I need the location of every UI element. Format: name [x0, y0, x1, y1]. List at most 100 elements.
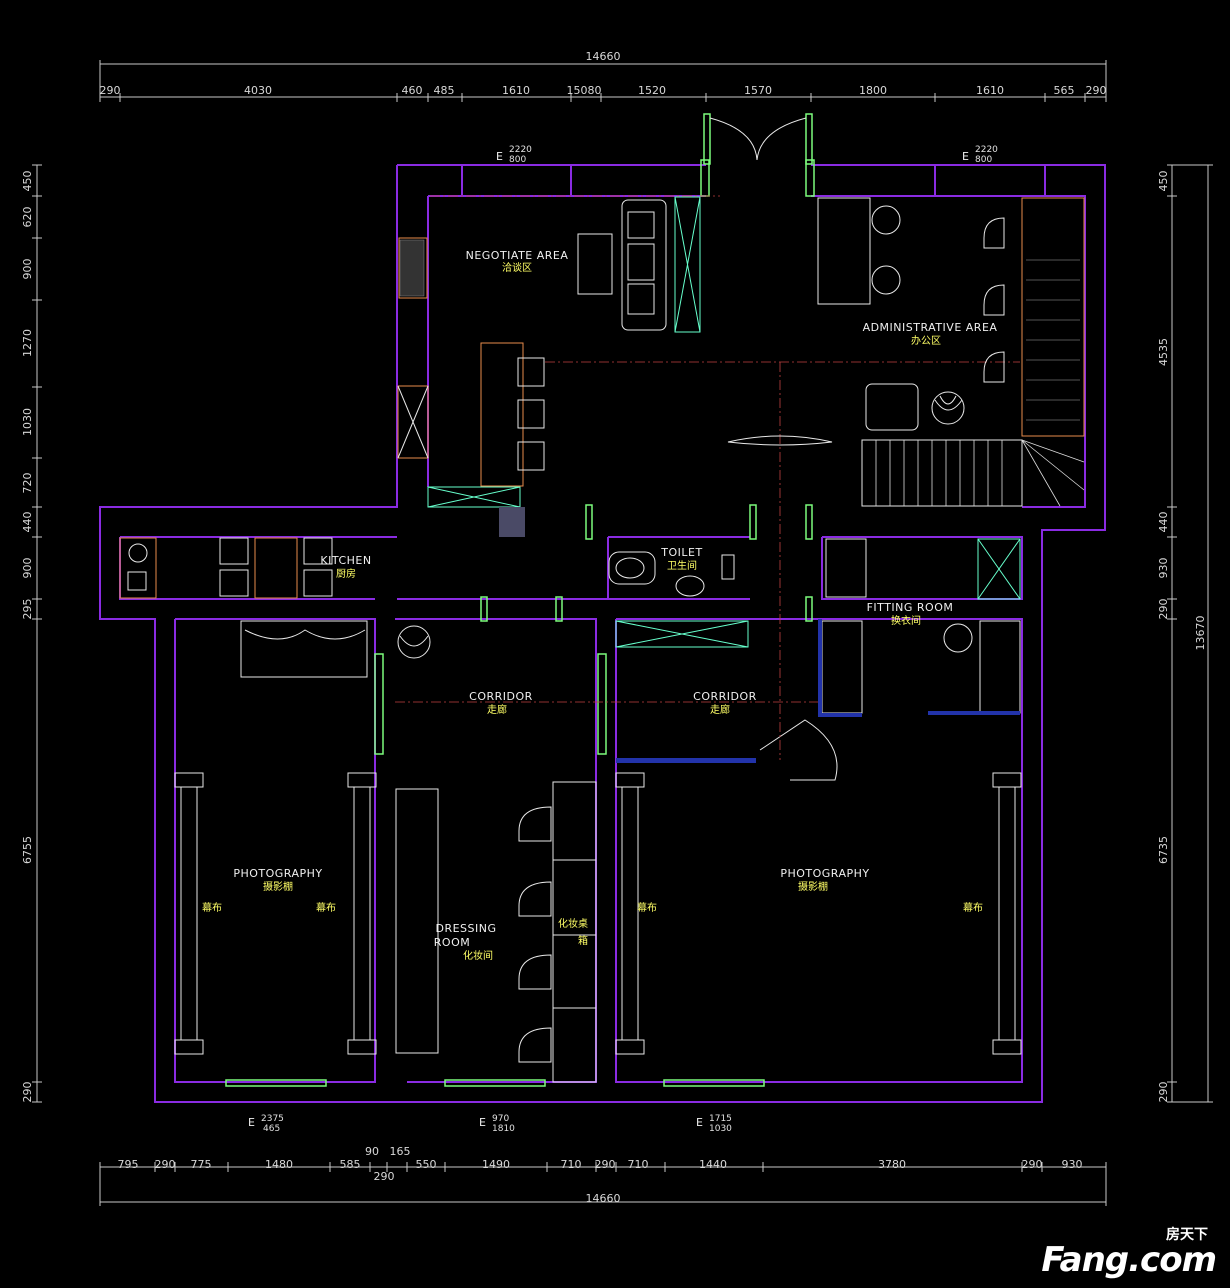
room-name-en: CORRIDOR: [469, 690, 533, 703]
corridor-furniture: [240, 620, 749, 678]
top-dim-6: 15080: [567, 84, 602, 97]
top-dim-5: 1610: [502, 84, 530, 97]
exterior-walls: [99, 164, 1106, 1103]
toilet-fixtures: [608, 551, 735, 597]
bottom-dim-4: 1480: [265, 1158, 293, 1171]
curtain-label: 幕布: [202, 901, 222, 914]
top-dim-12: 290: [1086, 84, 1107, 97]
parapet-notches: [461, 165, 1046, 196]
room-name-cn: 厨房: [336, 567, 356, 580]
left-dim-9: 295: [21, 599, 34, 620]
dressing-room-fixtures: [395, 781, 597, 1083]
elevation-bottom-value: 800: [509, 155, 526, 165]
negotiate-furniture: [398, 196, 701, 333]
bottom-dim-9: 1490: [482, 1158, 510, 1171]
room-label-corridor-right: CORRIDOR 走廊: [693, 690, 756, 716]
elevation-letter: E: [248, 1116, 255, 1129]
room-name-en: NEGOTIATE AREA: [466, 249, 569, 262]
elevation-top-value: 2220: [509, 145, 532, 155]
room-label-admin: ADMINISTRATIVE AREA 办公区: [863, 321, 997, 347]
room-name-cn: 走廊: [487, 703, 507, 716]
room-label-kitchen: KITCHEN 厨房: [320, 554, 371, 580]
room-name-cn: 办公区: [911, 334, 941, 347]
makeup-box-label: 箱: [578, 934, 588, 947]
elevation-bottom-value: 800: [975, 155, 992, 165]
elevation-marker-3: E 2375 465: [248, 1114, 284, 1134]
top-dim-7: 1520: [638, 84, 666, 97]
right-total-dim: 13670: [1194, 616, 1207, 651]
top-dim-4: 485: [434, 84, 455, 97]
right-dim-1: 450: [1157, 171, 1170, 192]
curtain-label: 幕布: [637, 901, 657, 914]
elevation-letter: E: [479, 1116, 486, 1129]
admin-furniture: [727, 197, 1085, 507]
bottom-dim-7: 165: [390, 1145, 411, 1158]
room-label-toilet: TOILET 卫生间: [660, 546, 702, 572]
elevation-marker-5: E 1715 1030: [696, 1114, 732, 1134]
right-dimension-chain: 450 4535 440 930 290 6735 290 13670: [1157, 164, 1213, 1103]
elevation-letter: E: [496, 150, 503, 163]
left-dimension-chain: 450 620 900 1270 1030 720 440 900 295 67…: [21, 164, 42, 1103]
top-dim-11: 565: [1054, 84, 1075, 97]
left-dim-8: 900: [21, 558, 34, 579]
curtain-label: 幕布: [316, 901, 336, 914]
bottom-dim-extra: 290: [374, 1170, 395, 1183]
left-dim-1: 450: [21, 171, 34, 192]
bottom-dim-14: 3780: [878, 1158, 906, 1171]
elevation-marker-1: E 2220 800: [496, 145, 532, 165]
top-dim-9: 1800: [859, 84, 887, 97]
kitchen-furniture: [119, 537, 333, 599]
right-dim-5: 290: [1157, 599, 1170, 620]
elevation-top-value: 970: [492, 1114, 509, 1124]
bar-counter: [397, 342, 545, 537]
room-label-fitting: FITTING ROOM 换衣间: [867, 601, 953, 627]
elevation-top-value: 1715: [709, 1114, 732, 1124]
room-name-cn: 摄影棚: [263, 880, 293, 893]
studio-right-fixtures: [615, 772, 1022, 1055]
bottom-dimension-chain: 795 290 775 1480 585 90 165 550 1490 710…: [99, 1145, 1107, 1206]
room-name-cn: 换衣间: [891, 614, 921, 627]
right-dim-7: 290: [1157, 1082, 1170, 1103]
right-dim-6: 6735: [1157, 836, 1170, 864]
room-name-cn: 卫生间: [667, 559, 697, 572]
right-dim-4: 930: [1157, 558, 1170, 579]
left-dim-5: 1030: [21, 408, 34, 436]
makeup-table-label: 化妆桌: [558, 917, 588, 930]
bottom-dim-10: 710: [561, 1158, 582, 1171]
elevation-top-value: 2220: [975, 145, 998, 155]
top-dim-3: 460: [402, 84, 423, 97]
room-name-en: TOILET: [660, 546, 702, 559]
top-dim-2: 4030: [244, 84, 272, 97]
elevation-top-value: 2375: [261, 1114, 284, 1124]
bottom-total-dim: 14660: [586, 1192, 621, 1205]
top-dimension-chain: 14660 290 4030 460 485 1610 15080 1520 1…: [99, 50, 1107, 102]
bottom-dim-8: 550: [416, 1158, 437, 1171]
right-dim-2: 4535: [1157, 338, 1170, 366]
room-name-en: PHOTOGRAPHY: [780, 867, 869, 880]
elevation-marker-2: E 2220 800: [962, 145, 998, 165]
bottom-dim-5: 585: [340, 1158, 361, 1171]
bottom-dim-1: 795: [118, 1158, 139, 1171]
room-label-photography-left: PHOTOGRAPHY 摄影棚: [233, 867, 322, 893]
elevation-bottom-value: 1030: [709, 1124, 732, 1134]
room-name-en: DRESSING: [435, 922, 496, 935]
curtain-label: 幕布: [963, 901, 983, 914]
bottom-dim-12: 710: [628, 1158, 649, 1171]
room-name-cn: 摄影棚: [798, 880, 828, 893]
bottom-dim-16: 930: [1062, 1158, 1083, 1171]
left-dim-10: 6755: [21, 836, 34, 864]
room-name-en: PHOTOGRAPHY: [233, 867, 322, 880]
room-name-en-2: ROOM: [434, 936, 470, 949]
room-name-en: KITCHEN: [320, 554, 371, 567]
top-total-dim: 14660: [586, 50, 621, 63]
top-dim-1: 290: [100, 84, 121, 97]
top-dim-8: 1570: [744, 84, 772, 97]
left-dim-6: 720: [21, 473, 34, 494]
bottom-dim-13: 1440: [699, 1158, 727, 1171]
watermark-brand: Fang.com: [1041, 1240, 1217, 1280]
bottom-dim-2: 290: [155, 1158, 176, 1171]
elevation-bottom-value: 465: [263, 1124, 280, 1134]
room-name-cn: 化妆间: [463, 949, 493, 962]
room-name-cn: 洽谈区: [502, 261, 532, 274]
